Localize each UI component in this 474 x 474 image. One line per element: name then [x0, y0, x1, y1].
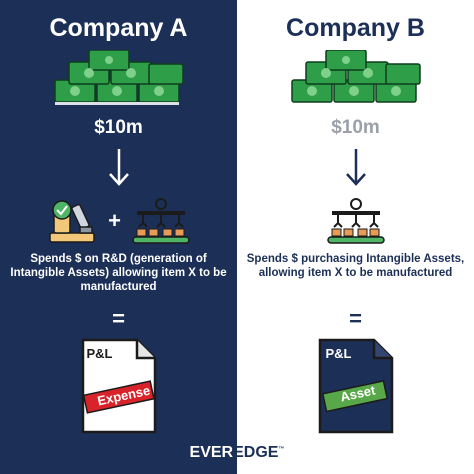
company-a-equals: =: [112, 306, 125, 331]
company-a-pl-document: P&L Expense: [79, 338, 159, 434]
company-b-pl-document: P&L Asset: [316, 338, 396, 434]
company-b-description: Spends $ purchasing Intangible Assets, a…: [246, 253, 465, 279]
company-a-doc-header: P&L: [86, 346, 113, 361]
company-a-icons: +: [0, 196, 237, 246]
plus-sign: +: [108, 208, 121, 233]
document-icon: [81, 338, 156, 434]
company-b-equals: =: [349, 306, 362, 331]
money-stack-icon: [290, 50, 421, 103]
arrow-down-icon: [108, 149, 129, 186]
company-b-icons: [237, 196, 474, 246]
manufacturing-robot-icon: [326, 198, 385, 244]
company-b-title: Company B: [286, 14, 425, 42]
company-b-doc-header: P&L: [325, 346, 352, 361]
microscope-rd-icon: [49, 200, 95, 243]
company-a-panel: Company A $10m: [0, 0, 237, 474]
money-stack-icon: [53, 50, 184, 105]
arrow-down-icon: [345, 149, 366, 186]
company-b-amount: $10m: [331, 117, 380, 138]
company-a-title: Company A: [49, 14, 188, 42]
company-b-panel: Company B $10m: [237, 0, 474, 474]
company-a-description: Spends $ on R&D (generation of Intangibl…: [10, 253, 227, 293]
manufacturing-robot-icon: [132, 198, 190, 244]
company-a-amount: $10m: [94, 117, 143, 138]
document-icon: [318, 338, 393, 434]
